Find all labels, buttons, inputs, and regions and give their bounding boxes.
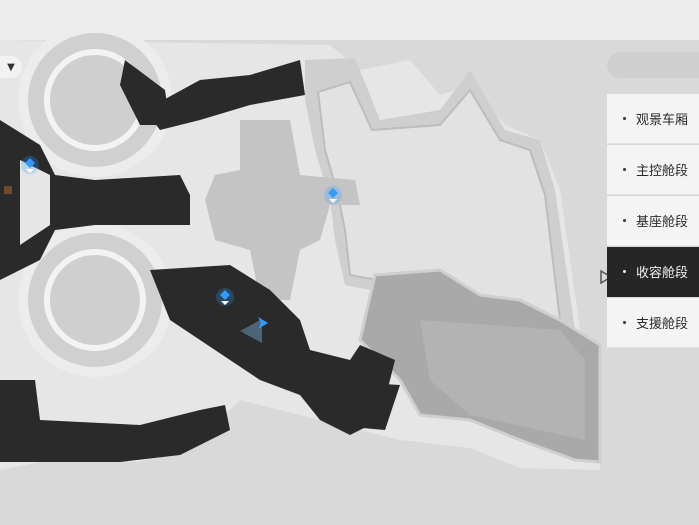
space-anchor-marker[interactable] — [324, 186, 342, 204]
active-region-indicator-icon — [600, 270, 612, 284]
region-item-label: 观景车厢 — [636, 113, 689, 128]
player-arrow-icon — [240, 317, 268, 343]
space-anchor-marker[interactable] — [216, 288, 234, 306]
chevron-down-icon: ▼ — [7, 61, 15, 73]
region-item-label: 基座舱段 — [636, 215, 689, 230]
region-item-supply[interactable]: 支援舱段 — [607, 298, 699, 348]
region-item-observation[interactable]: 观景车厢 — [607, 94, 699, 144]
lower-right-room-texture — [420, 320, 585, 440]
region-item-label: 支援舱段 — [636, 317, 689, 332]
region-item-label: 收容舱段 — [636, 266, 689, 281]
region-list: 观景车厢 主控舱段 基座舱段 收容舱段 支援舱段 — [607, 94, 699, 349]
region-item-label: 主控舱段 — [636, 164, 689, 179]
central-corridor — [205, 120, 360, 300]
bullet-icon — [623, 168, 626, 171]
bullet-icon — [623, 117, 626, 120]
bullet-icon — [623, 321, 626, 324]
region-item-storage[interactable]: 收容舱段 — [607, 247, 699, 297]
bullet-icon — [623, 219, 626, 222]
npc-icon — [4, 186, 12, 194]
bullet-icon — [623, 270, 626, 273]
space-anchor-marker[interactable] — [21, 156, 39, 174]
walkable-paths — [0, 60, 400, 462]
region-item-base[interactable]: 基座舱段 — [607, 196, 699, 246]
region-panel-header[interactable] — [607, 52, 699, 78]
map-filter-dropdown[interactable]: ▼ — [0, 56, 22, 78]
region-item-master-control[interactable]: 主控舱段 — [607, 145, 699, 195]
